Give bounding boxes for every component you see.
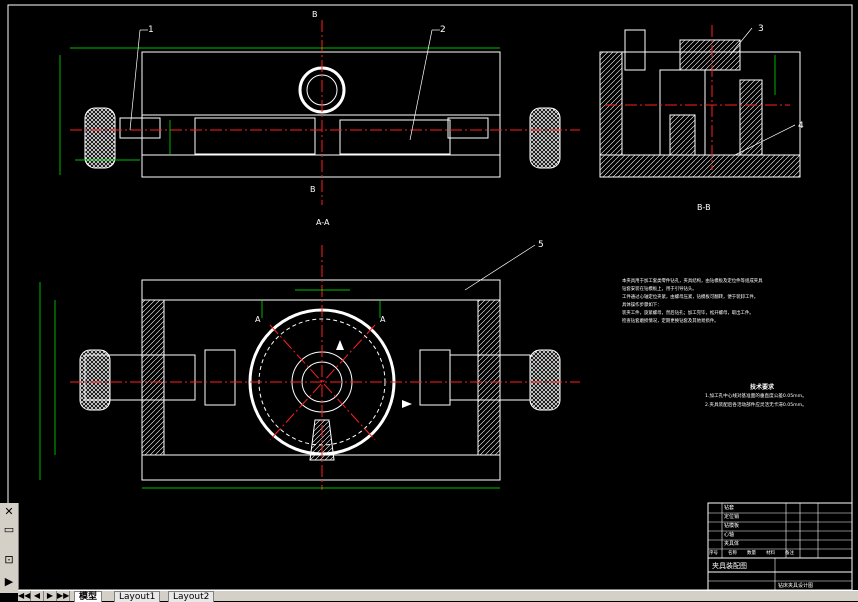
plan-view — [39, 245, 580, 490]
side-view — [599, 25, 801, 178]
view-title-front: A-A — [316, 218, 330, 227]
title-block-row: 钻模板 — [724, 523, 740, 529]
tab-layout1[interactable]: Layout1 — [114, 591, 161, 602]
title-block-rows: 钻套 定位销 钻模板 心轴 夹具体 — [724, 504, 784, 549]
part-label-4: 4 — [798, 121, 804, 131]
last-tab-button[interactable]: ▶▶ — [57, 591, 70, 601]
part-label-2: 2 — [440, 25, 446, 35]
window-icon[interactable]: ▭ — [3, 523, 15, 536]
play-icon[interactable]: ▶ — [4, 575, 14, 588]
header-cell: 名称 — [728, 551, 737, 556]
close-icon[interactable]: ✕ — [4, 505, 14, 518]
requirement-line: 2.夹具装配后各活动部件应灵活无卡滞0.05mm。 — [705, 403, 807, 408]
next-tab-button[interactable]: ▶ — [44, 591, 57, 601]
requirements-title: 技术要求 — [750, 384, 775, 391]
drawing-name: 夹具装配图 — [712, 562, 747, 570]
title-block-row: 定位销 — [724, 514, 740, 520]
section-mark-a-right: A — [380, 315, 386, 324]
requirements: 1.加工孔中心线对基准面的垂直度公差0.05mm。 2.夹具装配后各活动部件应灵… — [705, 392, 850, 410]
viewport-icon[interactable]: ⊡ — [4, 553, 14, 566]
part-label-5: 5 — [538, 240, 544, 250]
title-block-row: 心轴 — [724, 532, 735, 538]
part-label-1: 1 — [148, 25, 154, 35]
tech-note-line: 钻套安装在钻模板上，用于引导钻头。 — [622, 287, 697, 292]
part-label-3: 3 — [758, 24, 764, 34]
tech-notes: 本夹具用于加工套类零件钻孔，夹具结构，由钻模板及定位件等组成夹具 钻套安装在钻模… — [622, 278, 847, 326]
view-title-side: B-B — [697, 203, 711, 212]
tool-palette: ✕ ▭ ⊡ ▶ — [0, 503, 19, 593]
title-block — [707, 502, 853, 591]
header-cell: 序号 — [709, 551, 718, 556]
requirement-line: 1.加工孔中心线对基准面的垂直度公差0.05mm。 — [705, 394, 807, 399]
tech-note-line: 工件通过心轴定位夹紧，由螺母压紧，钻模板可翻转，便于装卸工件。 — [622, 295, 759, 300]
tab-layout2[interactable]: Layout2 — [168, 591, 215, 602]
tech-note-line: 具体操作步骤如下： — [622, 303, 662, 308]
layout-tab-bar: ◀◀ ◀ ▶ ▶▶ 模型 Layout1 Layout2 — [18, 590, 858, 602]
section-mark-b-top: B — [312, 10, 318, 19]
tech-note-line: 本夹具用于加工套类零件钻孔，夹具结构，由钻模板及定位件等组成夹具 — [622, 279, 763, 284]
section-mark-b-bottom: B — [310, 185, 316, 194]
title-block-row: 夹具体 — [724, 541, 740, 547]
tech-note-line: 检查钻套磨损情况，定期更换钻套及其他易损件。 — [622, 319, 719, 324]
tech-note-line: 装夹工件，旋紧螺母，然后钻孔；加工完毕，松开螺母，取出工件。 — [622, 311, 754, 316]
first-tab-button[interactable]: ◀◀ — [18, 591, 31, 601]
tab-model[interactable]: 模型 — [74, 591, 103, 602]
knurled-knob-plan-right — [529, 349, 561, 411]
prev-tab-button[interactable]: ◀ — [31, 591, 44, 601]
title-block-row: 钻套 — [724, 505, 735, 511]
knurled-knob-right — [529, 107, 561, 169]
title-block-header: 序号 名称 数量 材料 备注 — [709, 550, 851, 556]
header-cell: 数量 — [747, 551, 756, 556]
header-cell: 备注 — [785, 551, 794, 556]
header-cell: 材料 — [766, 551, 775, 556]
section-mark-a-left: A — [255, 315, 261, 324]
title-block-footer: 钻床夹具设计图 — [778, 583, 814, 589]
knurled-knob-plan-left — [79, 349, 111, 411]
knurled-knob-left — [84, 107, 116, 169]
